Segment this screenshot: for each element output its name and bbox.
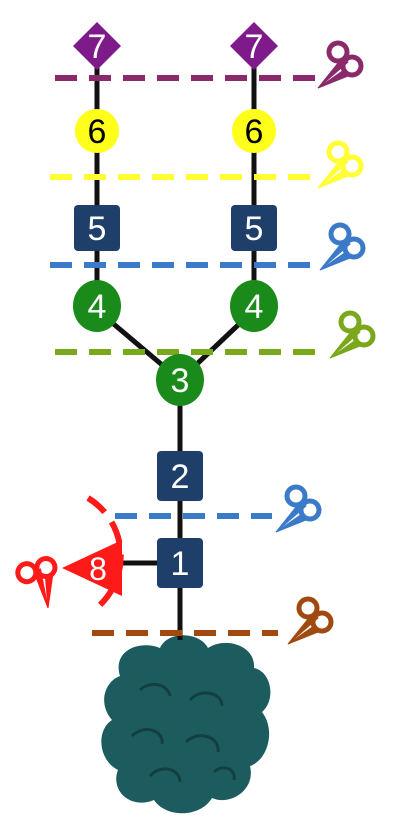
node-1: 1	[157, 538, 203, 588]
node-8: 8	[62, 540, 122, 596]
scissors-icon	[276, 487, 319, 532]
glycan-nodes: 7 7 6 6 5 5 4 4	[62, 22, 278, 596]
scissors-icon	[9, 548, 69, 608]
node-4-left: 4	[73, 280, 121, 332]
node-1-label: 1	[171, 545, 190, 583]
node-3-label: 3	[171, 362, 190, 400]
node-2-label: 2	[171, 458, 190, 496]
node-6-left: 6	[75, 109, 119, 153]
node-3: 3	[156, 354, 204, 406]
node-8-label: 8	[89, 551, 107, 587]
scissors-icon	[318, 143, 361, 188]
scissors-icon	[288, 599, 331, 644]
node-5-right-label: 5	[245, 210, 264, 248]
node-5-left: 5	[74, 205, 120, 251]
node-4-right: 4	[230, 280, 278, 332]
scissors-icon	[330, 313, 373, 358]
node-7-left: 7	[73, 22, 121, 70]
node-5-right: 5	[231, 205, 277, 251]
node-6-right-label: 6	[245, 113, 264, 151]
node-6-left-label: 6	[88, 113, 107, 151]
node-7-right: 7	[230, 22, 278, 70]
node-2: 2	[157, 451, 203, 501]
node-7-right-label: 7	[245, 28, 264, 66]
node-4-left-label: 4	[88, 288, 107, 326]
protein-blob	[101, 635, 270, 813]
node-5-left-label: 5	[88, 210, 107, 248]
scissors-icon	[318, 43, 361, 88]
scissors-icon	[320, 225, 363, 270]
node-6-right: 6	[232, 109, 276, 153]
node-4-right-label: 4	[245, 288, 264, 326]
node-7-left-label: 7	[88, 28, 107, 66]
